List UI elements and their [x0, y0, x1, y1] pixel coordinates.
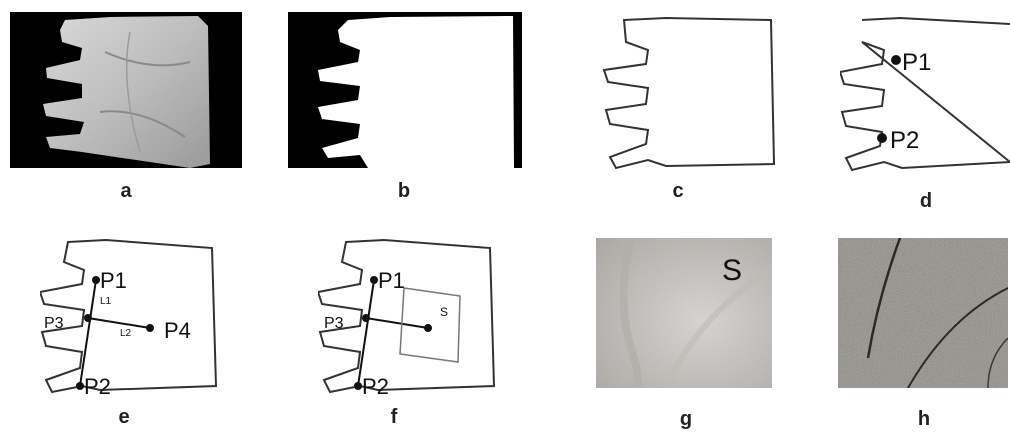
p2-label: P2 — [84, 374, 111, 396]
hand-contour-keypoints: P1 P2 — [840, 12, 1010, 192]
l2-label: L2 — [120, 328, 132, 339]
panel-d: P1 P2 d — [840, 12, 1010, 192]
palm-photo — [10, 12, 242, 168]
panel-e: P1 P3 P4 P2 L1 L2 e — [40, 236, 240, 396]
caption-h: h — [894, 408, 954, 431]
hand-geometry-construction: P1 P3 P4 P2 L1 L2 — [40, 236, 240, 396]
s-label: S — [722, 254, 742, 287]
p3-label: P3 — [44, 315, 64, 332]
panel-c: c — [596, 12, 786, 172]
binary-mask — [288, 12, 522, 168]
panel-f: P1 P3 P2 S f — [318, 236, 518, 396]
hand-roi-construction: P1 P3 P2 S — [318, 236, 518, 396]
roi-image: S — [596, 238, 772, 388]
p1-label: P1 — [902, 49, 931, 76]
caption-c: c — [648, 180, 708, 203]
p1-label: P1 — [378, 268, 405, 293]
caption-f: f — [364, 406, 424, 429]
panel-a: a — [10, 12, 242, 168]
caption-a: a — [96, 180, 156, 203]
p2-label: P2 — [362, 374, 389, 396]
s-label: S — [440, 305, 448, 319]
caption-e: e — [94, 406, 154, 429]
caption-d: d — [896, 190, 956, 213]
p2-marker — [877, 133, 887, 143]
panel-b: b — [288, 12, 522, 168]
p1-marker — [891, 55, 901, 65]
l1-label: L1 — [100, 296, 112, 307]
panel-g: S g — [596, 238, 772, 388]
hand-contour — [596, 12, 786, 172]
caption-g: g — [656, 408, 716, 431]
p1-label: P1 — [100, 268, 127, 293]
caption-b: b — [374, 180, 434, 203]
enhanced-roi-image — [838, 238, 1008, 388]
p2-label: P2 — [890, 127, 919, 154]
p3-label: P3 — [324, 315, 344, 332]
panel-h: h — [838, 238, 1008, 388]
p4-label: P4 — [164, 318, 191, 343]
